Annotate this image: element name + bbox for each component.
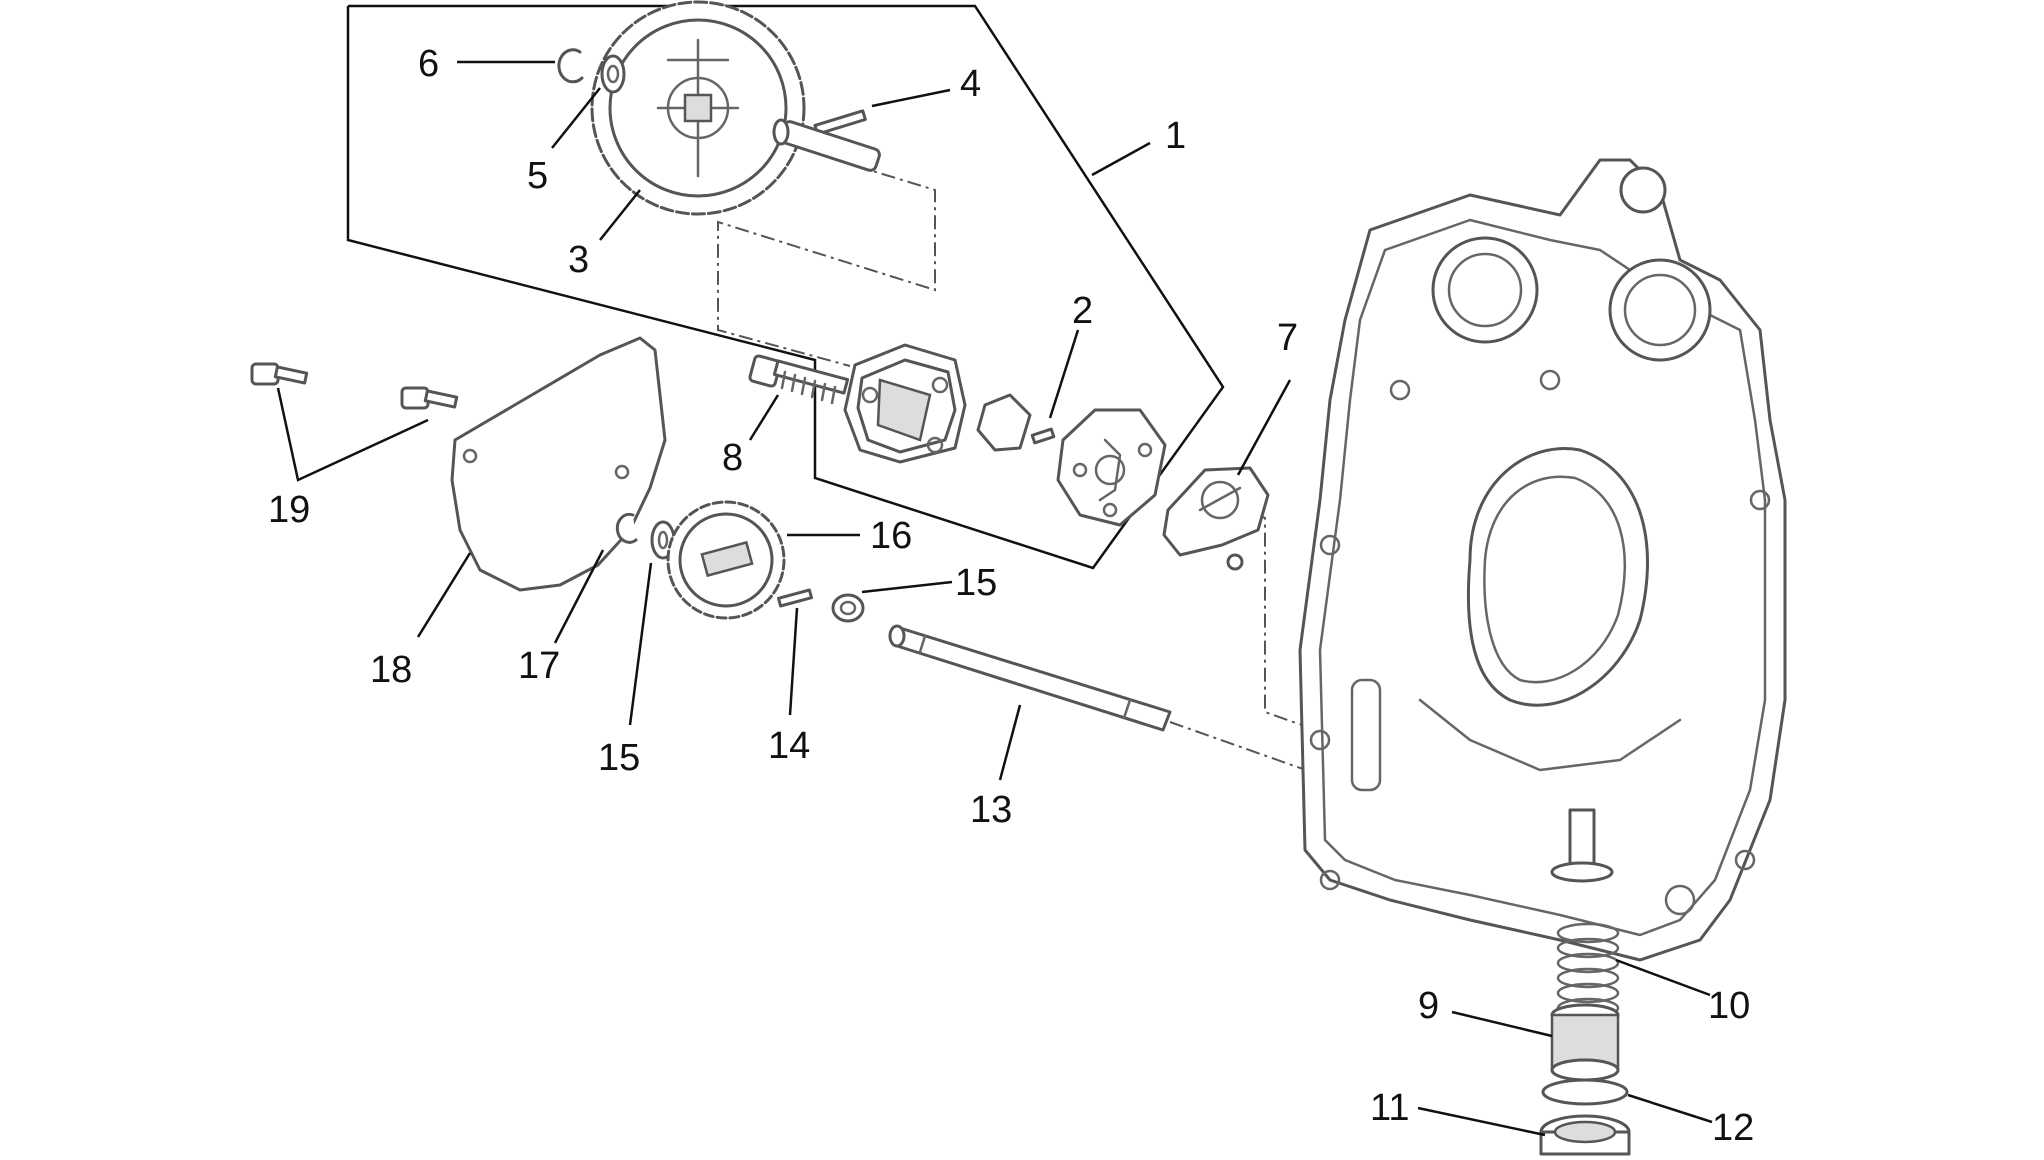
sprocket-small	[666, 500, 786, 620]
leader-10	[1615, 958, 1711, 997]
sprocket-large	[590, 0, 806, 216]
callout-13: 13	[970, 789, 1012, 831]
leader-11	[1417, 1106, 1546, 1137]
pump-shaft	[772, 118, 881, 172]
callout-12: 12	[1712, 1107, 1754, 1149]
screw-19a	[250, 362, 309, 386]
bolt-8	[748, 354, 850, 405]
filter-9	[1550, 1003, 1620, 1082]
alignment-line-shaft	[1169, 721, 1321, 776]
oil-pump-rotor	[976, 393, 1032, 452]
leader-14	[788, 607, 799, 716]
leader-7	[1236, 379, 1292, 476]
screw-19b	[400, 386, 459, 410]
pin-14	[777, 588, 813, 608]
leader-8	[748, 394, 780, 441]
o-ring-12	[1541, 1078, 1629, 1106]
callout-6: 6	[418, 43, 439, 85]
callout-19: 19	[268, 489, 310, 531]
callout-3: 3	[568, 239, 589, 281]
leader-5	[551, 87, 601, 149]
callout-4: 4	[960, 63, 981, 105]
leader-1	[1091, 141, 1151, 177]
callout-8: 8	[722, 437, 743, 479]
drain-plug-11	[1539, 1114, 1631, 1156]
leader-12	[1627, 1093, 1713, 1124]
callout-1: 1	[1165, 115, 1186, 157]
washer-5	[600, 54, 626, 94]
leader-4	[871, 88, 951, 108]
callout-15b: 15	[955, 562, 997, 604]
gasket-7	[1162, 466, 1270, 557]
spring-10	[1556, 922, 1620, 1019]
callout-5: 5	[527, 155, 548, 197]
leader-18	[416, 552, 472, 638]
callout-14: 14	[768, 725, 810, 767]
leader-3	[599, 189, 641, 241]
callout-16: 16	[870, 515, 912, 557]
leader-19	[276, 387, 429, 482]
oil-pump-cover	[1056, 408, 1167, 527]
alignment-line-upper	[717, 157, 936, 367]
shaft-13	[888, 624, 1172, 732]
washer-15-right	[831, 593, 865, 623]
callout-17: 17	[518, 645, 560, 687]
leader-17	[553, 549, 605, 644]
circlip-6	[557, 48, 584, 84]
callout-15a: 15	[598, 737, 640, 779]
leader-15b	[861, 580, 953, 594]
callout-9: 9	[1418, 985, 1439, 1027]
callout-18: 18	[370, 649, 412, 691]
callout-2: 2	[1072, 290, 1093, 332]
small-screw-7	[1226, 553, 1244, 571]
leader-2	[1048, 329, 1080, 419]
circlip-17	[615, 512, 638, 544]
leader-9	[1451, 1010, 1553, 1038]
assembly-group-frame	[346, 4, 1225, 570]
cover-gasket-18	[450, 336, 667, 592]
leader-15a	[628, 562, 653, 726]
oil-pump-body	[843, 343, 967, 464]
leader-13	[998, 704, 1022, 781]
callout-7: 7	[1277, 317, 1298, 359]
callout-10: 10	[1708, 985, 1750, 1027]
callout-11: 11	[1370, 1087, 1409, 1129]
pin-2	[1030, 427, 1056, 445]
crankcase	[1298, 158, 1787, 962]
